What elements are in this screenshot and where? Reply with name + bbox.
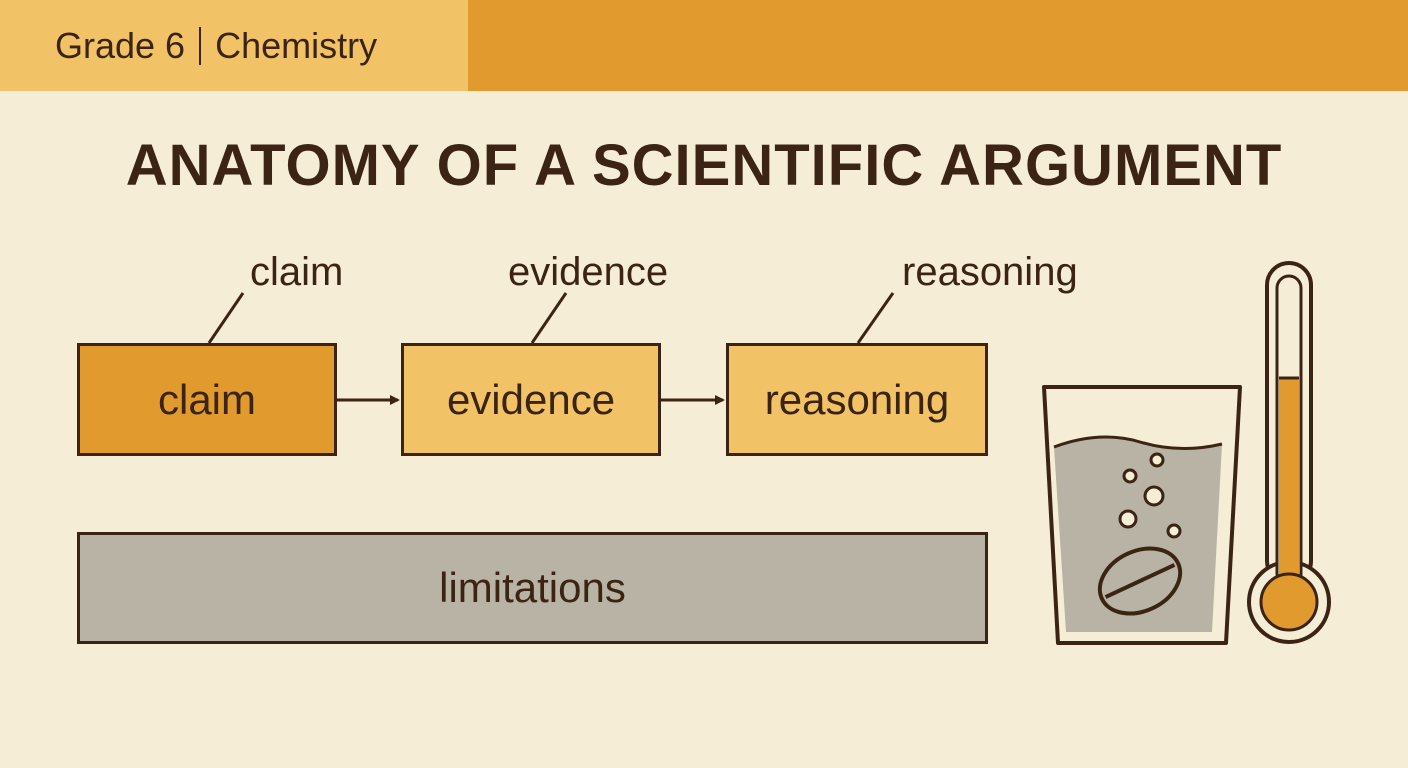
callout-label-evidence: evidence (508, 250, 669, 294)
subject-label: Chemistry (215, 24, 378, 66)
course-tag: Grade 6 Chemistry (0, 0, 468, 91)
limitations-box-label: limitations (439, 564, 626, 611)
grade-label: Grade 6 (55, 24, 186, 66)
callout-label-claim: claim (250, 250, 344, 294)
claim-box: claim (77, 343, 337, 456)
evidence-box: evidence (401, 343, 661, 456)
fizzing-glass-icon (1042, 385, 1242, 645)
thermometer-icon (1247, 261, 1331, 644)
callout-line-evidence (530, 292, 568, 344)
limitations-box: limitations (77, 532, 988, 644)
callout-line-claim (207, 292, 245, 344)
page-title: ANATOMY OF A SCIENTIFIC ARGUMENT (125, 133, 1283, 198)
reasoning-box: reasoning (726, 343, 988, 456)
callout-line-reasoning (856, 292, 895, 344)
evidence-box-label: evidence (446, 375, 616, 423)
claim-box-label: claim (157, 375, 256, 423)
callout-label-reasoning: reasoning (902, 250, 1078, 294)
separator (199, 26, 202, 65)
reasoning-box-label: reasoning (764, 375, 950, 423)
